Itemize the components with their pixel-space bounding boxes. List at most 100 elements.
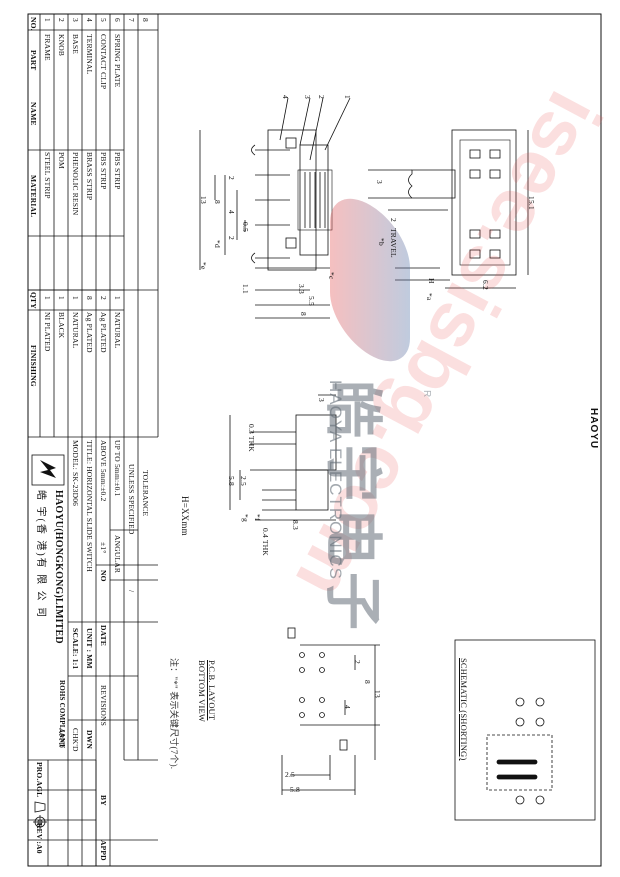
bom-row-finishing: NATURAL (71, 312, 80, 349)
dim-side-c: *c (327, 272, 336, 280)
company-name-cn: 皓 宇(香 港)有 限 公 司 (35, 490, 46, 620)
dim-pcb-13: 13 (373, 690, 382, 698)
dim-top-b: *b (377, 238, 386, 246)
dim-front-0-4-thk: 0.4 THK (261, 528, 270, 556)
bom-row-name: BASE (71, 34, 80, 54)
bom-header-finishing: FINISHING (29, 345, 38, 387)
bom-header-material: MATERIAL (29, 175, 38, 218)
bom-row-qty: 8 (85, 296, 94, 300)
dim-front-2-5: 2.5 (239, 476, 248, 486)
bom-row-material: STEEL STRIP (43, 152, 52, 199)
revision-slash: / (127, 590, 136, 593)
projection-symbol-icon (33, 800, 47, 830)
bom-row-qty: 1 (71, 296, 80, 300)
company-logo (36, 456, 60, 484)
tolerance-unless: UNLESS SPECIFIED (127, 464, 136, 535)
bom-row-name: TERMINAL (85, 34, 94, 75)
dim-side-0-5: 0.5 (241, 222, 250, 232)
bom-row-qty: 1 (43, 296, 52, 300)
bom-row-material: PBS STRIP (113, 152, 122, 190)
dim-top-a: *a (425, 293, 434, 301)
bom-row-no: 2 (57, 18, 66, 22)
bom-row-material: PHENOLIC RESIN (71, 152, 80, 216)
unit-label: UNIT : MM (85, 628, 94, 669)
dim-top-travel: TRAVEL (389, 228, 398, 258)
bom-row-material: BRASS STRIP (85, 152, 94, 201)
rev-appd-label: APPD (99, 840, 108, 861)
rev-date-label: DATE (99, 625, 108, 647)
bom-header-no: NO. (29, 17, 38, 31)
model-number: MODEL: SK-23D06 (71, 440, 80, 507)
bom-row-name: KNOB (57, 34, 66, 57)
dwn-label: DWN (85, 730, 94, 749)
callout-4: 4 (281, 95, 290, 99)
dim-front-g: *g (241, 514, 250, 522)
brand-label: HAOYU (588, 408, 599, 450)
dim-top-h: H (427, 278, 436, 284)
bom-row-no: 8 (141, 18, 150, 22)
tolerance-up-to: UP TO 5mm:±0.1 (113, 440, 122, 497)
dim-pcb-8: 8 (363, 680, 372, 684)
watermark-reg: R (421, 390, 432, 398)
drawing-title: TITLE: HORIZONTAL SLIDE SWITCH (85, 440, 94, 572)
appd-label: APPD (57, 728, 66, 748)
callout-3: 3 (303, 95, 312, 99)
dim-top-15-1: 15.1 (527, 196, 536, 210)
tolerance-title: TOLERANCE (141, 470, 150, 517)
dim-pcb-2-5: 2.5 (285, 770, 295, 779)
projection-label: PRO.AGL (35, 762, 44, 798)
dim-front-0-3-thk: 0.3 THK (247, 424, 256, 452)
scale-label: SCALE: 1:1 (71, 628, 80, 670)
bom-row-qty: 1 (57, 296, 66, 300)
bom-row-no: 5 (99, 18, 108, 22)
bom-row-finishing: BLACK (57, 312, 66, 339)
bom-row-qty: 1 (113, 296, 122, 300)
bom-row-name: CONTACT CLIP (99, 34, 108, 90)
dim-side-2b: 2 (227, 236, 236, 240)
dim-pcb-2: 2 (353, 660, 362, 664)
rev-no-label: NO (99, 570, 108, 582)
bom-row-material: PBS STRIP (99, 152, 108, 190)
bom-row-finishing: NI PLATED (43, 312, 52, 352)
bom-row-material: POM (57, 152, 66, 169)
tolerance-angular-value: ±1° (99, 542, 108, 554)
rev-by-label: BY (99, 795, 108, 806)
bom-header-name: NAME (29, 102, 38, 126)
bom-row-finishing: NATURAL (113, 312, 122, 349)
dim-top-6-2: 6.2 (481, 280, 490, 290)
dim-side-1-1: 1.1 (241, 284, 250, 294)
chkd-label: CHK'D (71, 728, 80, 752)
bom-row-finishing: Ag PLATED (99, 312, 108, 353)
callout-2: 2 (317, 95, 326, 99)
bom-row-no: 1 (43, 18, 52, 22)
dim-side-e: *e (199, 262, 208, 270)
tolerance-angular: ANGULAR (113, 535, 122, 574)
h-note: H=XXmm (180, 496, 190, 536)
bom-row-name: FRAME (43, 34, 52, 61)
pcb-note: 注："*" 表示关键尺寸(7个). (169, 658, 179, 770)
callout-1: 1 (343, 95, 352, 99)
dim-pcb-4: 4 (343, 705, 352, 709)
bom-row-no: 6 (113, 18, 122, 22)
dim-side-13: 13 (199, 196, 208, 204)
dim-front-3: 3 (317, 398, 326, 402)
schematic-title: SCHEMATIC (SHORTING) (459, 658, 469, 761)
tolerance-above: ABOVE 5mm:±0.2 (99, 440, 108, 502)
company-name-en: HAOYU(HONGKONG)LIMITED (53, 490, 64, 644)
pcb-layout-subtitle: BOTTOM VIEW (197, 660, 207, 723)
bom-row-no: 4 (85, 18, 94, 22)
dim-front-8-3: 8.3 (291, 520, 300, 530)
revisions-label: REVISIONS (99, 685, 108, 726)
dim-side-d: *d (213, 240, 222, 248)
dim-top-2: 2 (389, 218, 398, 222)
dim-front-f: *f (253, 514, 262, 521)
dim-side-2: 2 (227, 176, 236, 180)
dim-front-5-8: 5.8 (227, 476, 236, 486)
bom-header-part: PART (29, 50, 38, 71)
watermark-en: HAOYA ELECTRONICS (326, 380, 345, 580)
dim-side-5-5: 5.5 (307, 296, 316, 306)
bom-row-no: 3 (71, 18, 80, 22)
bom-row-no: 7 (127, 18, 136, 22)
bom-row-finishing: Ag PLATED (85, 312, 94, 353)
